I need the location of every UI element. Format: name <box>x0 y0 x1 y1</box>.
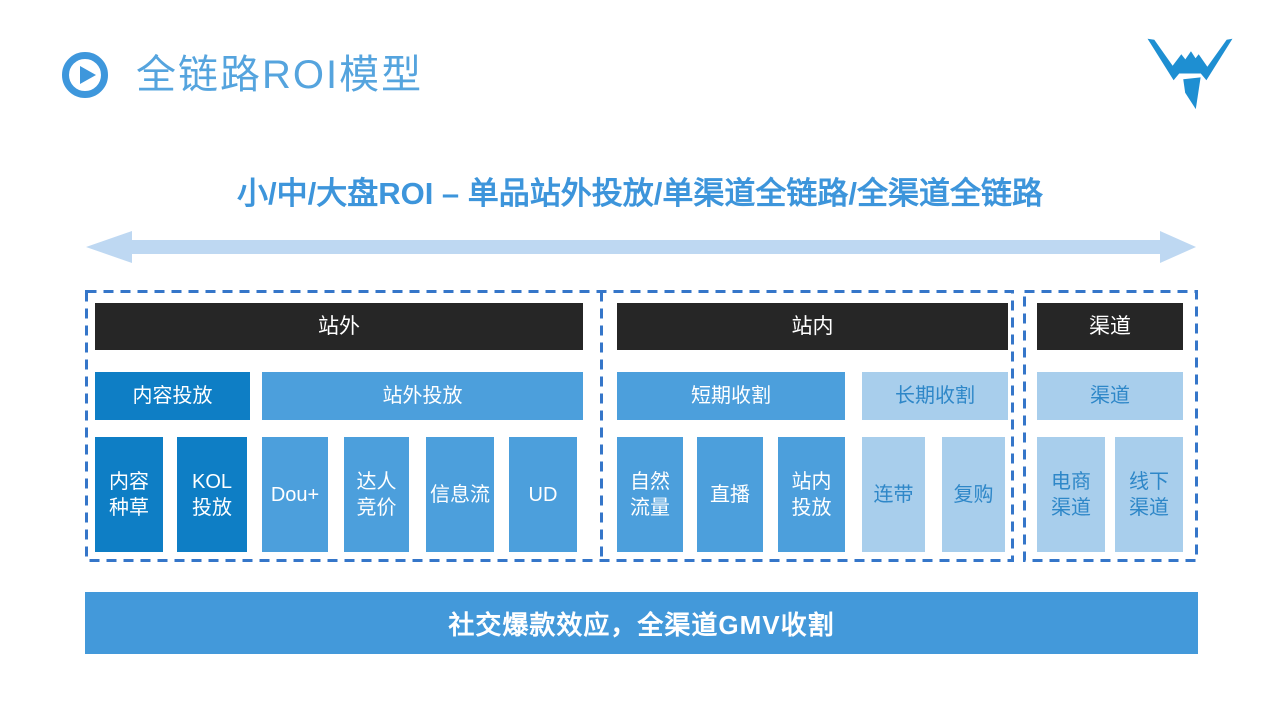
level3-content-seeding: 内容 种草 <box>95 437 163 552</box>
level2-offsite-ads: 站外投放 <box>262 372 583 420</box>
level3-ud: UD <box>509 437 577 552</box>
page-title: 全链路ROI模型 <box>136 53 424 97</box>
dashed-frame-main <box>85 290 1014 562</box>
level3-kol: KOL 投放 <box>177 437 247 552</box>
level2-short-term: 短期收割 <box>617 372 845 420</box>
level2-channel: 渠道 <box>1037 372 1183 420</box>
double-arrow <box>86 231 1196 263</box>
level2-content-seeding: 内容投放 <box>95 372 250 420</box>
level2-long-term: 长期收割 <box>862 372 1008 420</box>
level3-repurchase: 复购 <box>942 437 1005 552</box>
level3-feed-ads: 信息流 <box>426 437 494 552</box>
play-icon <box>62 52 108 98</box>
level3-onsite-ads: 站内 投放 <box>778 437 845 552</box>
section-header-offsite: 站外 <box>95 303 583 350</box>
level3-talent-bidding: 达人 竞价 <box>344 437 409 552</box>
level3-offline-channel: 线下 渠道 <box>1115 437 1183 552</box>
subtitle: 小/中/大盘ROI – 单品站外投放/单渠道全链路/全渠道全链路 <box>236 176 1044 211</box>
section-header-channel: 渠道 <box>1037 303 1183 350</box>
level3-ecommerce-channel: 电商 渠道 <box>1037 437 1105 552</box>
level3-organic-traffic: 自然 流量 <box>617 437 683 552</box>
level3-livestream: 直播 <box>697 437 763 552</box>
dashed-frame-channel <box>1023 290 1198 562</box>
level3-cross-sell: 连带 <box>862 437 925 552</box>
brand-logo-icon <box>1138 32 1242 114</box>
level3-dou-plus: Dou+ <box>262 437 328 552</box>
bottom-banner: 社交爆款效应，全渠道GMV收割 <box>85 592 1198 654</box>
section-header-onsite: 站内 <box>617 303 1008 350</box>
